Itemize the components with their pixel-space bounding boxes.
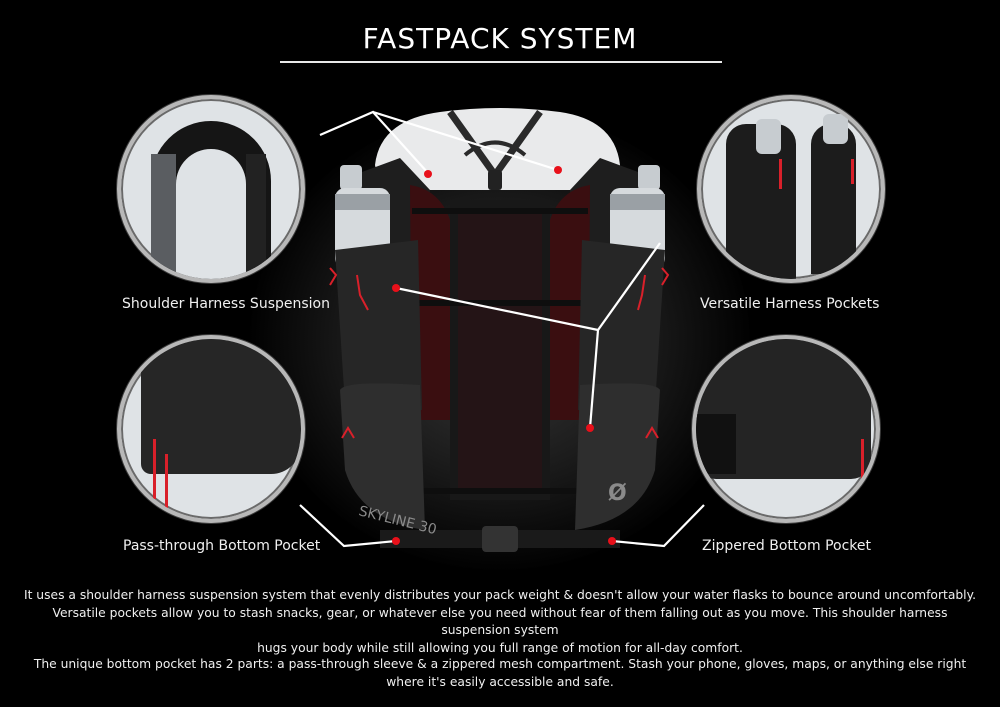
versatile-pockets-detail-image	[697, 95, 885, 283]
title-underline	[280, 61, 722, 63]
callout-dot-pocket-lower	[586, 424, 594, 432]
label-pass-through-bottom-pocket: Pass-through Bottom Pocket	[123, 538, 321, 554]
label-versatile-harness-pockets: Versatile Harness Pockets	[700, 296, 880, 312]
label-shoulder-harness-suspension: Shoulder Harness Suspension	[122, 296, 330, 312]
description-paragraph-1: It uses a shoulder harness suspension sy…	[20, 587, 980, 657]
svg-text:Ø: Ø	[608, 481, 627, 506]
description-line: The unique bottom pocket has 2 parts: a …	[33, 657, 967, 671]
page-title: FASTPACK SYSTEM	[362, 22, 638, 55]
callout-dot-pass-through	[392, 537, 400, 545]
pass-through-pocket-detail-image	[117, 335, 305, 523]
description-paragraph-2: The unique bottom pocket has 2 parts: a …	[20, 656, 980, 691]
description-line: hugs your body while still allowing you …	[257, 640, 743, 655]
callout-dot-zippered	[608, 537, 616, 545]
shoulder-harness-detail-image	[117, 95, 305, 283]
callout-dot-pocket-upper	[392, 284, 400, 292]
callout-dot-shoulder-right	[554, 166, 562, 174]
callout-dot-shoulder-left	[424, 170, 432, 178]
label-zippered-bottom-pocket: Zippered Bottom Pocket	[702, 538, 871, 554]
description-line: where it's easily accessible and safe.	[386, 674, 614, 689]
description-line: It uses a shoulder harness suspension sy…	[23, 588, 977, 602]
backpack-illustration: SKYLINE 30 Ø	[329, 108, 670, 552]
zippered-pocket-detail-image	[692, 335, 880, 523]
description-line: Versatile pockets allow you to stash sna…	[52, 605, 948, 638]
